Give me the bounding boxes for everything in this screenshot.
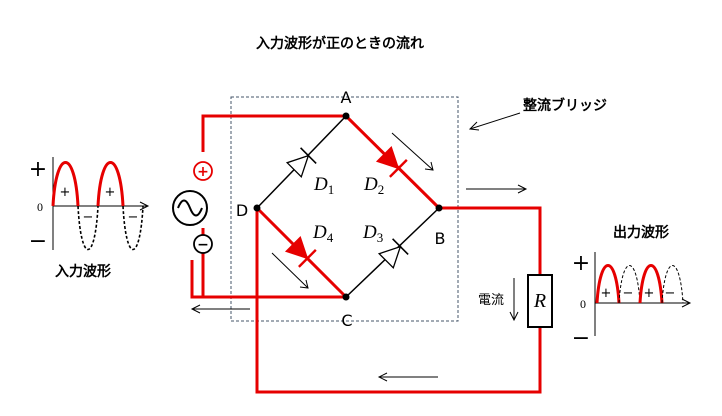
- bridge-pointer-arrow: [468, 112, 521, 131]
- input-half-plus-1: +: [60, 185, 71, 200]
- input-minus-sign: −: [29, 229, 47, 254]
- input-waveform-label: 入力波形: [55, 263, 111, 280]
- sine-icon: [177, 199, 203, 217]
- node-label-d: D: [236, 201, 248, 220]
- output-plus-sign: +: [572, 251, 590, 276]
- node-label-b: B: [435, 229, 446, 248]
- resistor-label: R: [533, 290, 546, 312]
- input-half-plus-2: +: [105, 185, 116, 200]
- diode-d1-symbol: [285, 147, 317, 179]
- svg-text:−: −: [197, 237, 209, 253]
- arrow-right-b: [466, 184, 528, 194]
- wire-return-to-d: [255, 208, 542, 394]
- output-zero-label: 0: [580, 297, 586, 311]
- input-negative-half-2: [122, 205, 144, 251]
- bridge-label: 整流ブリッジ: [522, 97, 607, 114]
- input-half-minus-1: −: [83, 210, 94, 225]
- output-half-minus-1: −: [623, 286, 634, 301]
- junction-a: [342, 112, 350, 120]
- output-dashed-pulse-2: [661, 265, 684, 304]
- diagram-title: 入力波形が正のときの流れ: [256, 35, 424, 52]
- conducting-path: [190, 114, 542, 394]
- input-negative-half-1: [77, 205, 99, 251]
- output-half-plus-1: +: [601, 286, 612, 301]
- arrow-down-current: [509, 278, 519, 322]
- output-pulse-1: [595, 264, 621, 304]
- arrow-along-d4: [271, 252, 309, 289]
- arrow-left-bottom: [377, 372, 438, 382]
- input-half-minus-2: −: [128, 210, 139, 225]
- diode-label-d3: D3: [362, 222, 383, 245]
- junction-dots: [253, 112, 443, 301]
- input-plus-sign: +: [29, 157, 47, 182]
- junction-b: [435, 204, 443, 212]
- resistor: R: [527, 274, 553, 328]
- arrow-left-c: [190, 304, 250, 314]
- node-label-c: C: [341, 311, 352, 330]
- source-minus-marker: −: [193, 234, 213, 254]
- wire-source-to-a: [201, 114, 346, 152]
- junction-d: [253, 204, 261, 212]
- diode-d2-symbol: [375, 145, 408, 178]
- diode-label-d2: D2: [363, 174, 384, 197]
- output-waveform-graph: + − 0 + − + −: [572, 251, 692, 351]
- current-label: 電流: [478, 293, 504, 308]
- ac-source: [172, 190, 208, 226]
- idle-branches: [256, 115, 440, 298]
- bridge-boundary: [230, 96, 459, 322]
- output-pulse-2: [638, 264, 664, 304]
- diode-label-d4: D4: [312, 222, 334, 245]
- current-arrows: [190, 132, 528, 382]
- input-waveform-graph: + − 0 + + − −: [29, 157, 150, 254]
- input-positive-half-2: [96, 161, 125, 207]
- source-plus-marker: +: [193, 161, 213, 181]
- diode-d3-symbol: [377, 238, 409, 270]
- svg-text:+: +: [197, 164, 209, 180]
- output-half-plus-2: +: [644, 286, 655, 301]
- output-half-minus-2: −: [665, 286, 676, 301]
- input-zero-label: 0: [37, 200, 43, 214]
- arrow-along-d2: [391, 132, 434, 171]
- diode-d4-symbol: [284, 235, 317, 268]
- wire-b-to-resistor: [439, 206, 542, 275]
- output-waveform-label: 出力波形: [613, 224, 669, 241]
- diode-label-d1: D1: [313, 174, 334, 197]
- junction-c: [342, 293, 350, 301]
- wire-c-to-source: [190, 260, 346, 299]
- input-positive-half-1: [51, 161, 80, 207]
- output-minus-sign: −: [572, 326, 590, 351]
- output-dashed-pulse-1: [618, 265, 641, 304]
- node-label-a: A: [341, 88, 352, 107]
